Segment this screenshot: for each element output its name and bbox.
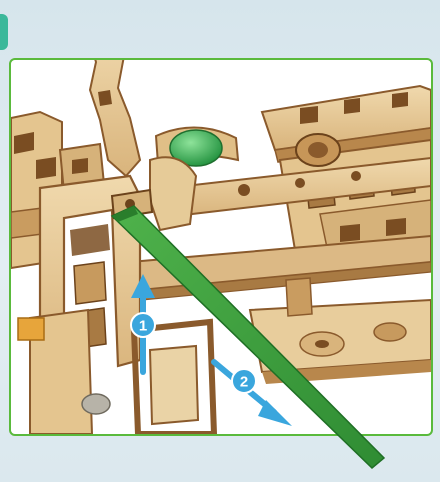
step-1-badge: 1: [131, 313, 155, 337]
wooden-mechanism: [11, 30, 431, 434]
step-2-label: 2: [240, 374, 248, 391]
step-1-label: 1: [139, 318, 147, 335]
step-2-badge: 2: [232, 369, 256, 393]
